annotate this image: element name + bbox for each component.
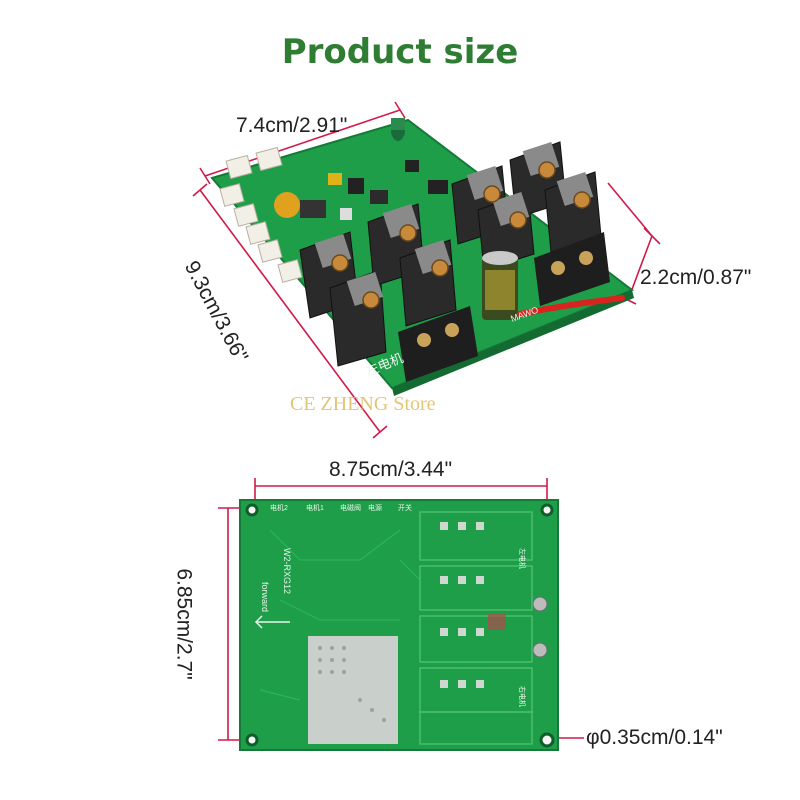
power-pad-zones [419, 511, 533, 745]
capacitor [482, 251, 518, 320]
pcb-traces [259, 529, 421, 701]
silver-copper-area [308, 636, 398, 744]
page-title: Product size [281, 32, 519, 72]
forward-label: forward [260, 582, 270, 612]
silk-label-power: 电源 [368, 503, 382, 512]
left-motor-label: 左电机 [518, 548, 527, 569]
silk-label-motor2: 电机2 [270, 503, 288, 512]
bottom-silk-labels: 电机2 电机1 电磁阀 电源 开关 W2-RXG12 forward 左电机 右… [260, 503, 527, 707]
top-width-label: 7.4cm/2.91" [236, 114, 348, 137]
forward-arrow-icon [254, 615, 290, 629]
silk-label-motor1: 电机1 [306, 503, 324, 512]
screw-terminals [398, 232, 610, 382]
solder-pads [440, 522, 548, 688]
white-connectors [219, 146, 303, 283]
top-height-label: 2.2cm/0.87" [640, 266, 752, 289]
small-components [274, 118, 448, 220]
mounting-holes [245, 503, 555, 748]
silk-label-switch: 开关 [398, 503, 412, 512]
hole-diameter-label: φ0.35cm/0.14" [586, 726, 723, 749]
red-wire [517, 295, 625, 317]
silk-label-valve: 电磁阀 [340, 503, 361, 512]
model-label: W2-RXG12 [282, 548, 292, 594]
bottom-width-label: 8.75cm/3.44" [329, 458, 453, 481]
right-motor-label: 右电机 [518, 686, 527, 707]
top-length-dimension-line [192, 183, 388, 439]
bottom-height-label: 6.85cm/2.7" [172, 568, 196, 680]
store-watermark: CE ZHENG Store [290, 393, 436, 415]
